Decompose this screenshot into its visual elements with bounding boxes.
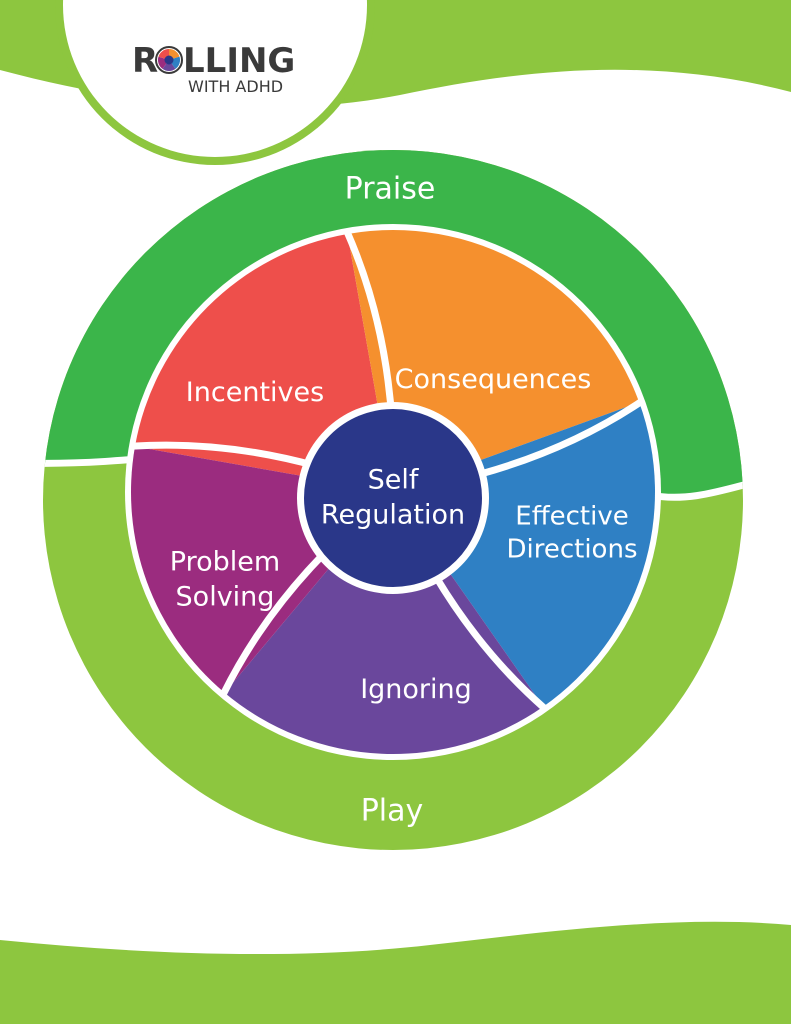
outer-ring-bottom-label: Play [361,794,424,829]
brand-name-part1: R [132,41,158,81]
label-consequences: Consequences [395,364,592,395]
svg-text:WITH ADHD: WITH ADHD [188,77,283,96]
label-line-ignoring: Ignoring [360,674,472,705]
label-line-problem-solving: Problem [170,546,280,577]
label-line-effective-directions: Effective [515,501,628,531]
label-line-problem-solving: Solving [176,581,275,612]
center-label-line: Self [368,464,420,495]
brand-name-part2: LLING [183,41,295,81]
label-line-effective-directions: Directions [506,534,637,564]
brand-tagline: WITH ADHD [188,77,283,96]
center-label-line: Regulation [321,499,465,530]
label-incentives: Incentives [186,377,324,408]
bottom-wave-band [0,921,791,1024]
svg-text:R: R [132,41,158,81]
segment-ignoring [224,492,544,754]
svg-text:LLING: LLING [183,41,295,81]
label-line-incentives: Incentives [186,377,324,408]
label-ignoring: Ignoring [360,674,472,705]
outer-ring-top-label: Praise [345,172,436,207]
brand-logo: R LLING WITH ADHD [132,41,295,96]
logo-badge-inner [63,0,367,157]
label-line-consequences: Consequences [395,364,592,395]
logo-wheel-icon [155,46,183,74]
center-hub-self-regulation [304,409,482,587]
